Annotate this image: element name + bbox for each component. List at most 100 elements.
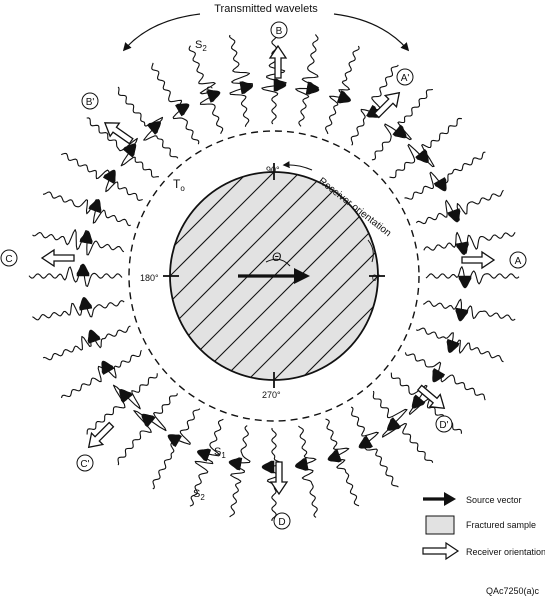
receiver-arrow-d-prime — [416, 384, 446, 410]
theta-arc — [265, 258, 291, 267]
wavelet-trace — [32, 299, 125, 321]
point-d: D — [273, 512, 291, 530]
wavelet-peak-fill — [432, 368, 446, 383]
wavelet-trace — [261, 30, 287, 125]
wavelet-peak-fill — [447, 208, 461, 223]
wavelet-peak-fill — [206, 89, 221, 103]
point-a-prime-label: A' — [401, 73, 410, 84]
wavelet-trace — [151, 62, 200, 145]
wavelet-peak-fill — [358, 435, 373, 449]
wavelet-trace — [425, 266, 520, 286]
wavelet-trace — [372, 390, 434, 463]
wavelet-trace — [28, 264, 123, 287]
wavelet-trace — [60, 349, 142, 399]
wavelet-peak-fill — [141, 413, 156, 428]
wavelet-trace — [404, 352, 486, 401]
title-arc-left-arrow — [122, 13, 201, 52]
wavelet-trace — [415, 327, 504, 363]
point-b-label: B — [276, 26, 283, 37]
receiver-arrow-a — [461, 250, 496, 270]
wavelet-trace — [86, 117, 159, 178]
wavelet-trace — [404, 151, 486, 200]
wavelet-peak-fill — [411, 394, 426, 409]
wavelet-peak-fill — [392, 124, 407, 139]
title-arc-right-arrow — [333, 13, 410, 52]
transmitted-wavelets — [28, 30, 520, 522]
wavelet-peak-fill — [167, 434, 182, 448]
fracture-line — [170, 172, 378, 380]
point-d-label: D — [278, 517, 285, 528]
label-bottom-s2: S2 — [193, 488, 205, 502]
angle-label-180: 180° — [140, 273, 159, 283]
point-b-prime: B' — [81, 92, 99, 110]
wavelet-trace — [86, 373, 158, 435]
diagram-title: Transmitted wavelets — [214, 3, 318, 15]
angle-label-90: 90° — [266, 165, 280, 175]
wavelet-peak-fill — [122, 143, 137, 158]
wavelet-peak-fill — [336, 90, 351, 104]
angle-label-0: 0° — [372, 273, 381, 283]
wavelet-peak-fill — [79, 230, 93, 245]
wavelet-trace — [229, 425, 251, 518]
wavelet-trace — [325, 45, 360, 135]
legend-source-vector-symbol — [423, 492, 456, 506]
wavelet-peak-fill — [88, 199, 102, 214]
wavelet-peak-fill — [433, 177, 447, 192]
wavelet-peak-fill — [455, 307, 469, 322]
wavelet-trace — [42, 191, 131, 227]
wavelet-peak-fill — [76, 263, 90, 277]
receiver-arrow-b-prime — [103, 122, 134, 145]
wavelet-trace — [389, 117, 462, 179]
legend-receiver-orientation-symbol — [422, 541, 460, 561]
legend-receiver-orientation-label: Receiver orientation — [466, 547, 545, 557]
point-c-label: C — [5, 254, 12, 265]
receiver-orientation-arc-arrow — [282, 161, 313, 171]
receiver-arrow-c-prime — [87, 421, 115, 449]
wavelet-peak-fill — [305, 81, 320, 95]
receiver-arrow-c — [40, 248, 75, 268]
wavelet-trace — [61, 152, 143, 201]
point-c-prime-label: C' — [80, 459, 89, 470]
wavelet-peak-fill — [146, 121, 162, 135]
t0-label: To — [173, 177, 185, 193]
wavelet-trace — [152, 408, 201, 490]
figure-id: QAc7250(a)c — [486, 586, 540, 596]
first-arrival-circle — [128, 130, 420, 422]
wavelet-trace — [371, 88, 433, 161]
wavelet-peak-fill — [197, 448, 212, 462]
wavelet-trace — [228, 34, 253, 127]
wavelet-peak-fill — [87, 329, 101, 344]
wavelet-peak-fill — [175, 103, 190, 117]
wavelet-peak-fill — [294, 457, 309, 471]
point-a-prime: A' — [396, 68, 414, 86]
wavelet-trace — [32, 229, 125, 256]
receiver-arrow-d — [269, 461, 289, 496]
wavelet-trace — [188, 45, 224, 134]
fracture-line — [170, 172, 378, 380]
point-c-prime: C' — [76, 454, 94, 472]
wavelet-trace — [423, 298, 516, 321]
wavelet-peak-fill — [273, 78, 287, 92]
legend-fractured-sample-label: Fractured sample — [466, 520, 536, 530]
wavelet-peak-fill — [228, 457, 243, 471]
wavelet-peak-fill — [327, 449, 342, 463]
point-a: A — [509, 251, 527, 269]
wavelet-trace — [298, 425, 318, 518]
label-bottom-s1: S1 — [214, 446, 226, 460]
wavelet-trace — [189, 418, 224, 507]
wavelet-peak-fill — [455, 241, 469, 256]
wavelet-peak-fill — [119, 388, 133, 404]
label-top-s1: S1 — [206, 85, 218, 99]
wavelet-trace — [42, 325, 131, 361]
wavelet-trace — [423, 231, 516, 254]
legend-fractured-sample-swatch — [425, 515, 455, 535]
label-top-s2: S2 — [195, 39, 207, 53]
point-c: C — [0, 249, 18, 267]
receiver-direction-arrows — [40, 44, 496, 496]
legend: Source vector Fractured sample Receiver … — [422, 492, 545, 561]
receiver-arrow-a-prime — [373, 91, 401, 119]
wavelet-peak-fill — [101, 360, 115, 375]
wavelet-peak-fill — [415, 148, 429, 164]
wavelet-peak-fill — [386, 417, 402, 431]
